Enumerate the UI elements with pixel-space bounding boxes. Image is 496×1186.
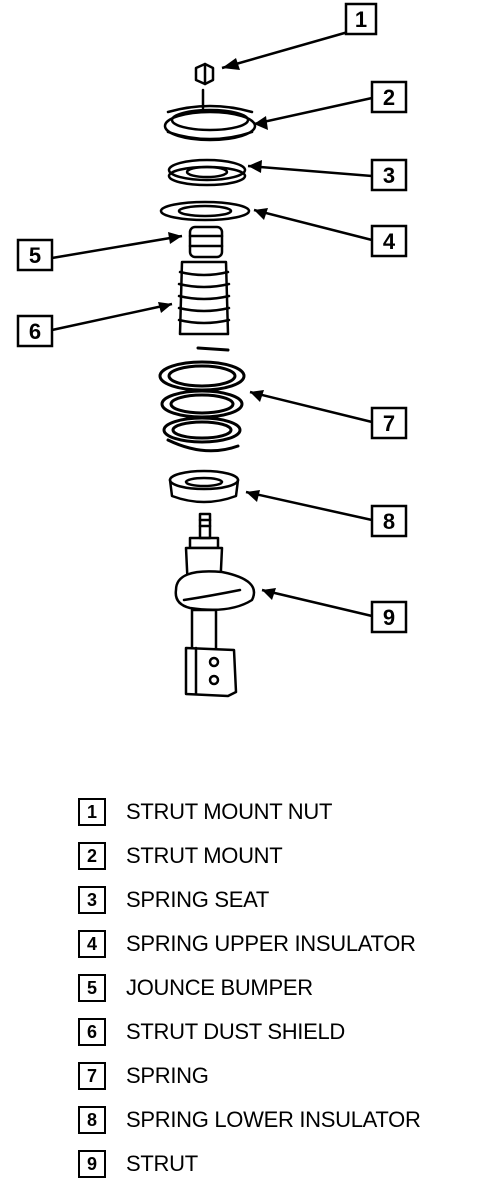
- legend-number: 6: [78, 1018, 106, 1046]
- svg-text:9: 9: [383, 605, 395, 630]
- legend-row: 6 STRUT DUST SHIELD: [78, 1010, 478, 1054]
- callout-1: 1: [344, 2, 378, 36]
- legend-row: 1 STRUT MOUNT NUT: [78, 790, 478, 834]
- legend-number: 7: [78, 1062, 106, 1090]
- legend-label: JOUNCE BUMPER: [126, 975, 313, 1000]
- legend-label: STRUT MOUNT NUT: [126, 799, 333, 824]
- spring-lower-insulator-part: [168, 469, 240, 504]
- legend-row: 2 STRUT MOUNT: [78, 834, 478, 878]
- legend-number: 1: [78, 798, 106, 826]
- svg-text:5: 5: [29, 243, 41, 268]
- legend-label: STRUT MOUNT: [126, 843, 283, 868]
- legend-label: SPRING SEAT: [126, 887, 269, 912]
- legend-row: 4 SPRING UPPER INSULATOR: [78, 922, 478, 966]
- legend-label: SPRING LOWER INSULATOR: [126, 1107, 421, 1132]
- svg-text:4: 4: [383, 229, 396, 254]
- legend-number: 4: [78, 930, 106, 958]
- svg-text:3: 3: [383, 163, 395, 188]
- callout-8: 8: [370, 504, 408, 538]
- legend-label: SPRING UPPER INSULATOR: [126, 931, 416, 956]
- legend-label: STRUT: [126, 1151, 198, 1176]
- legend-number: 2: [78, 842, 106, 870]
- jounce-bumper-part: [188, 225, 224, 259]
- svg-text:8: 8: [383, 509, 395, 534]
- spring-seat-part: [167, 158, 247, 187]
- strut-mount-nut-part: [194, 62, 215, 86]
- svg-text:6: 6: [29, 319, 41, 344]
- legend-number: 8: [78, 1106, 106, 1134]
- svg-text:2: 2: [383, 85, 395, 110]
- legend-row: 5 JOUNCE BUMPER: [78, 966, 478, 1010]
- legend-row: 8 SPRING LOWER INSULATOR: [78, 1098, 478, 1142]
- spring-part: [158, 346, 246, 453]
- callout-4: 4: [370, 224, 408, 258]
- legend-row: 3 SPRING SEAT: [78, 878, 478, 922]
- callout-5: 5: [16, 238, 54, 272]
- legend-row: 7 SPRING: [78, 1054, 478, 1098]
- svg-text:7: 7: [383, 411, 395, 436]
- parts-legend: 1 STRUT MOUNT NUT 2 STRUT MOUNT 3 SPRING…: [78, 790, 478, 1186]
- callout-2: 2: [370, 80, 408, 114]
- strut-part: [174, 512, 256, 698]
- callout-3: 3: [370, 158, 408, 192]
- legend-label: SPRING: [126, 1063, 209, 1088]
- strut-mount-part: [163, 88, 257, 142]
- spring-upper-insulator-part: [159, 200, 251, 222]
- callout-9: 9: [370, 600, 408, 634]
- legend-number: 5: [78, 974, 106, 1002]
- legend-number: 9: [78, 1150, 106, 1178]
- strut-exploded-diagram: 1 2 3 4 5 6 7 8 9: [16, 2, 408, 698]
- callout-7: 7: [370, 406, 408, 440]
- callout-6: 6: [16, 314, 54, 348]
- strut-dust-shield-part: [177, 260, 231, 336]
- legend-row: 9 STRUT: [78, 1142, 478, 1186]
- legend-label: STRUT DUST SHIELD: [126, 1019, 346, 1044]
- legend-number: 3: [78, 886, 106, 914]
- svg-text:1: 1: [355, 7, 367, 32]
